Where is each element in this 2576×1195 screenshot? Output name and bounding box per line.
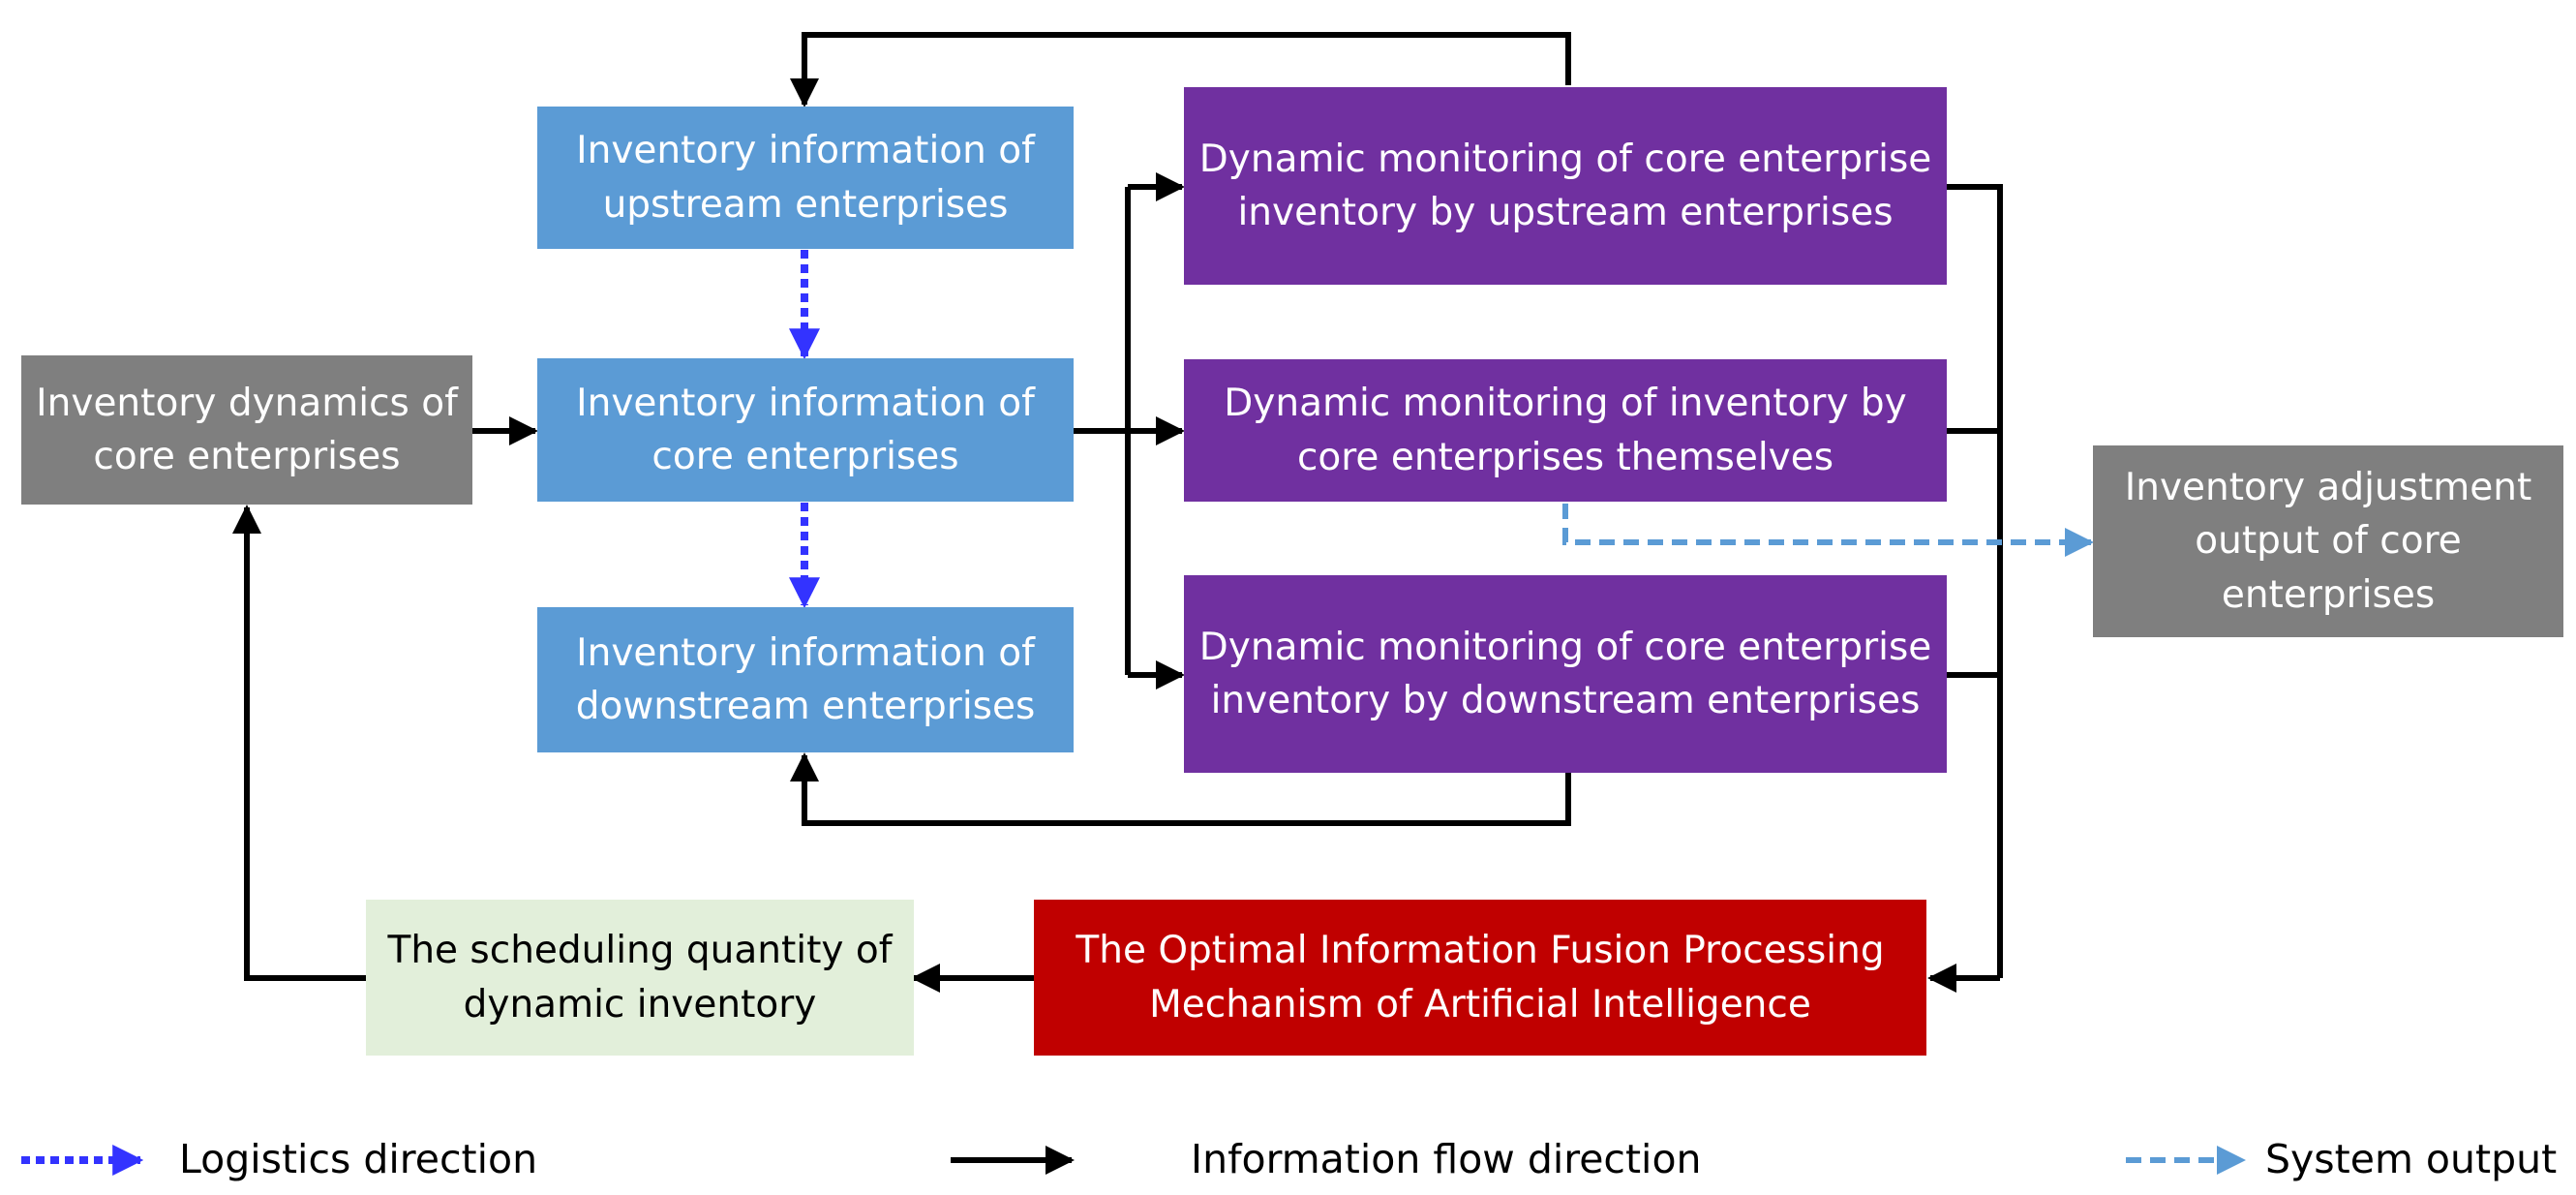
legend-system-output-label: System output [2265,1136,2558,1182]
legend-logistics-label: Logistics direction [179,1136,538,1182]
info-arrow-monitor-downstream-to-downstream-info [790,752,1571,826]
ai-mechanism-node: The Optimal Information Fusion Processin… [1034,900,1926,1056]
downstream-info-node: Inventory information of downstream ente… [537,607,1074,752]
upstream-info-node: Inventory information of upstream enterp… [537,107,1074,249]
adjustment-output-node: Inventory adjustment output of core ente… [2093,445,2563,637]
system-output-arrow [1562,504,2094,557]
monitor-upstream-node: Dynamic monitoring of core enterprise in… [1184,87,1947,285]
monitor-self-node: Dynamic monitoring of inventory by core … [1184,359,1947,502]
legend-information-label: Information flow direction [1191,1136,1702,1182]
inventory-dynamics-node: Inventory dynamics of core enterprises [21,355,472,505]
scheduling-quantity-node: The scheduling quantity of dynamic inven… [366,900,914,1056]
info-arrow-scheduling-to-dynamics [232,505,366,981]
core-info-node: Inventory information of core enterprise… [537,358,1074,502]
monitor-downstream-node: Dynamic monitoring of core enterprise in… [1184,575,1947,773]
info-arrow-monitor-upstream-to-upstream-info [790,32,1571,107]
info-collector-right [1947,184,2003,978]
